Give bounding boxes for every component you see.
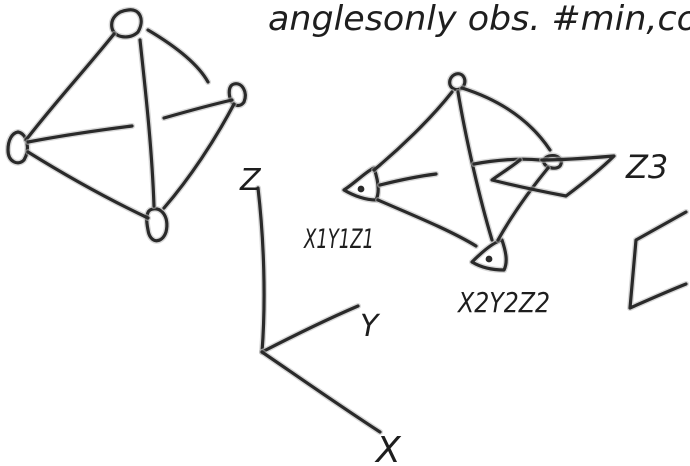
square-outline — [628, 210, 688, 310]
axis-z-label: Z — [239, 163, 262, 198]
edge-top-right — [146, 28, 210, 84]
edge-left-right-front — [26, 124, 134, 144]
axis-x-label: X — [374, 430, 402, 466]
image-plane-3 — [490, 154, 616, 198]
tetrahedron-sketch-right — [341, 70, 617, 273]
edge-inner — [472, 157, 542, 166]
point-2-label: X2Y2Z2 — [456, 286, 550, 319]
camera-1-dot — [357, 185, 365, 193]
edge-apex-cam3 — [460, 86, 552, 152]
apex-node — [448, 72, 467, 92]
edge-apex-cam2 — [456, 90, 494, 242]
node-top — [110, 8, 143, 39]
header-note: anglesonly obs. #min,co — [268, 0, 690, 39]
edge-cam2-cam3 — [496, 166, 550, 242]
axes-3d — [255, 185, 383, 435]
edge-top-left — [24, 32, 116, 142]
y-axis-line — [260, 304, 360, 354]
camera-2-triangle — [470, 238, 508, 272]
edge-left-right-back — [162, 98, 234, 120]
camera-2-dot — [485, 255, 493, 263]
edge-right-bottom — [162, 102, 236, 210]
edge-left-bottom — [26, 150, 150, 220]
x-axis-line — [260, 350, 382, 434]
edge-apex-cam1 — [372, 90, 454, 172]
edge-cam1-forward — [378, 172, 438, 187]
edge-top-bottom — [138, 38, 156, 208]
edge-cam1-cam2 — [376, 198, 478, 248]
z-axis-line — [256, 186, 266, 354]
axis-y-label: Y — [360, 309, 381, 344]
point-1-label: X1Y1Z1 — [303, 224, 374, 255]
square-sketch-partial — [627, 209, 689, 311]
point-3-label: Z3 — [625, 148, 668, 186]
tetrahedron-sketch-left — [5, 6, 249, 244]
